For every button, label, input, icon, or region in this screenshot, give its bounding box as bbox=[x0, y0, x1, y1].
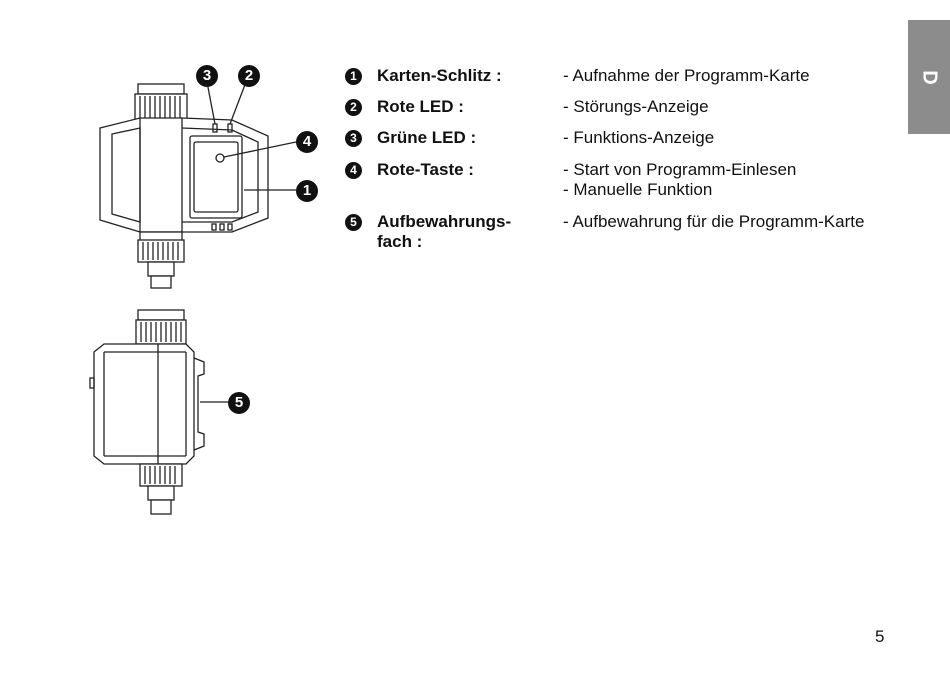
legend-label: Karten-Schlitz : bbox=[377, 66, 502, 85]
legend-description-line: - Start von Programm-Einlesen bbox=[563, 160, 797, 179]
legend-number: 4 bbox=[345, 162, 362, 179]
legend-description-line: - Störungs-Anzeige bbox=[563, 97, 709, 116]
legend-description-line: - Aufbewahrung für die Programm-Karte bbox=[563, 212, 865, 231]
legend-description-line: - Aufnahme der Programm-Karte bbox=[563, 66, 810, 85]
callout-5: 5 bbox=[228, 392, 250, 414]
legend-description: - Start von Programm-Einlesen - Manuelle… bbox=[563, 160, 903, 200]
callout-1: 1 bbox=[296, 180, 318, 202]
legend-number: 3 bbox=[345, 130, 362, 147]
callout-2: 2 bbox=[238, 65, 260, 87]
legend-description-line: - Funktions-Anzeige bbox=[563, 128, 715, 147]
callout-3: 3 bbox=[196, 65, 218, 87]
legend-label: Grüne LED : bbox=[377, 128, 477, 147]
legend-number: 5 bbox=[345, 214, 362, 231]
language-tab: D bbox=[908, 20, 950, 134]
legend-description: - Funktions-Anzeige bbox=[563, 128, 903, 148]
legend-label-line: Aufbewahrungs- bbox=[377, 212, 512, 231]
legend-description: - Störungs-Anzeige bbox=[563, 97, 903, 117]
callout-4: 4 bbox=[296, 131, 318, 153]
legend-description: - Aufbewahrung für die Programm-Karte bbox=[563, 212, 903, 232]
legend-label: Rote-Taste : bbox=[377, 160, 474, 179]
legend-description: - Aufnahme der Programm-Karte bbox=[563, 66, 903, 86]
legend-description-line: - Manuelle Funktion bbox=[563, 180, 713, 199]
legend-number: 2 bbox=[345, 99, 362, 116]
legend-number: 1 bbox=[345, 68, 362, 85]
page-number: 5 bbox=[875, 627, 885, 646]
legend-label-line: fach : bbox=[377, 232, 423, 251]
legend-label: Aufbewahrungs- fach : bbox=[377, 212, 557, 252]
legend-label: Rote LED : bbox=[377, 97, 464, 116]
